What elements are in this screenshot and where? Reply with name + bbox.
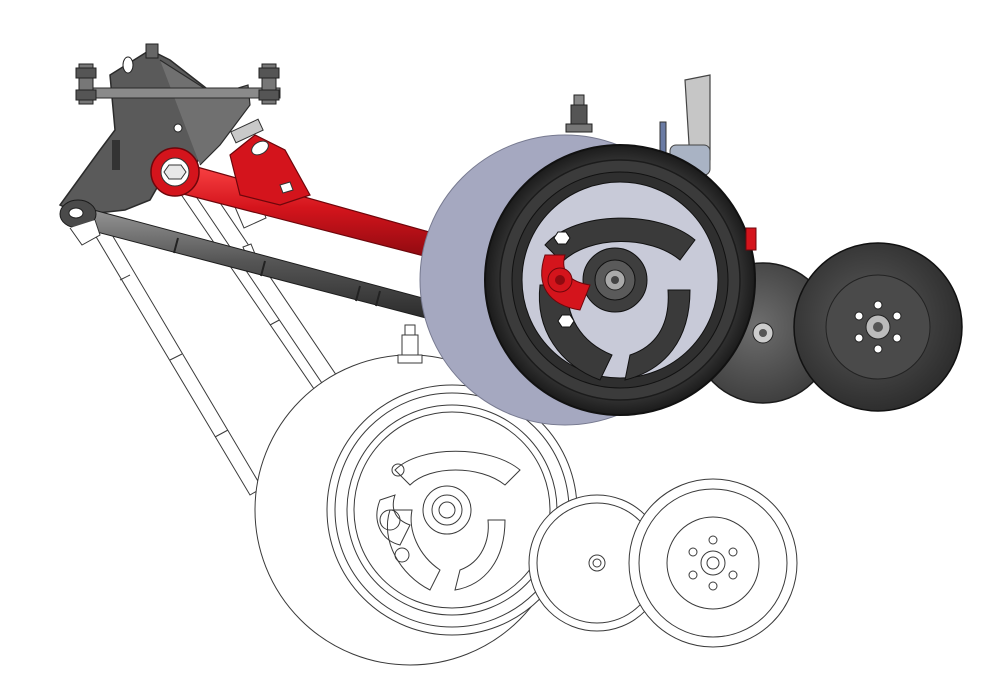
bolt-icon	[258, 63, 280, 105]
ghost-closing-disc-right	[628, 478, 798, 648]
gauge-wheel	[484, 144, 757, 416]
nut-icon	[557, 314, 575, 328]
mounting-bracket	[58, 43, 281, 216]
closing-disc-right	[793, 242, 963, 412]
hub-icon	[422, 485, 472, 535]
bolt-icon	[145, 43, 159, 59]
grease-fitting-icon	[565, 94, 593, 133]
nut-icon	[394, 547, 410, 563]
lowered-position-ghost	[94, 181, 798, 666]
bolt-icon	[75, 63, 97, 105]
mount-plate	[79, 87, 281, 99]
bolt-icon	[163, 164, 187, 180]
nut-icon	[553, 231, 571, 245]
bolt-icon	[391, 463, 405, 477]
upper-link-red	[150, 134, 441, 259]
grease-fitting-icon	[397, 324, 423, 364]
pivot-pin	[230, 118, 264, 144]
